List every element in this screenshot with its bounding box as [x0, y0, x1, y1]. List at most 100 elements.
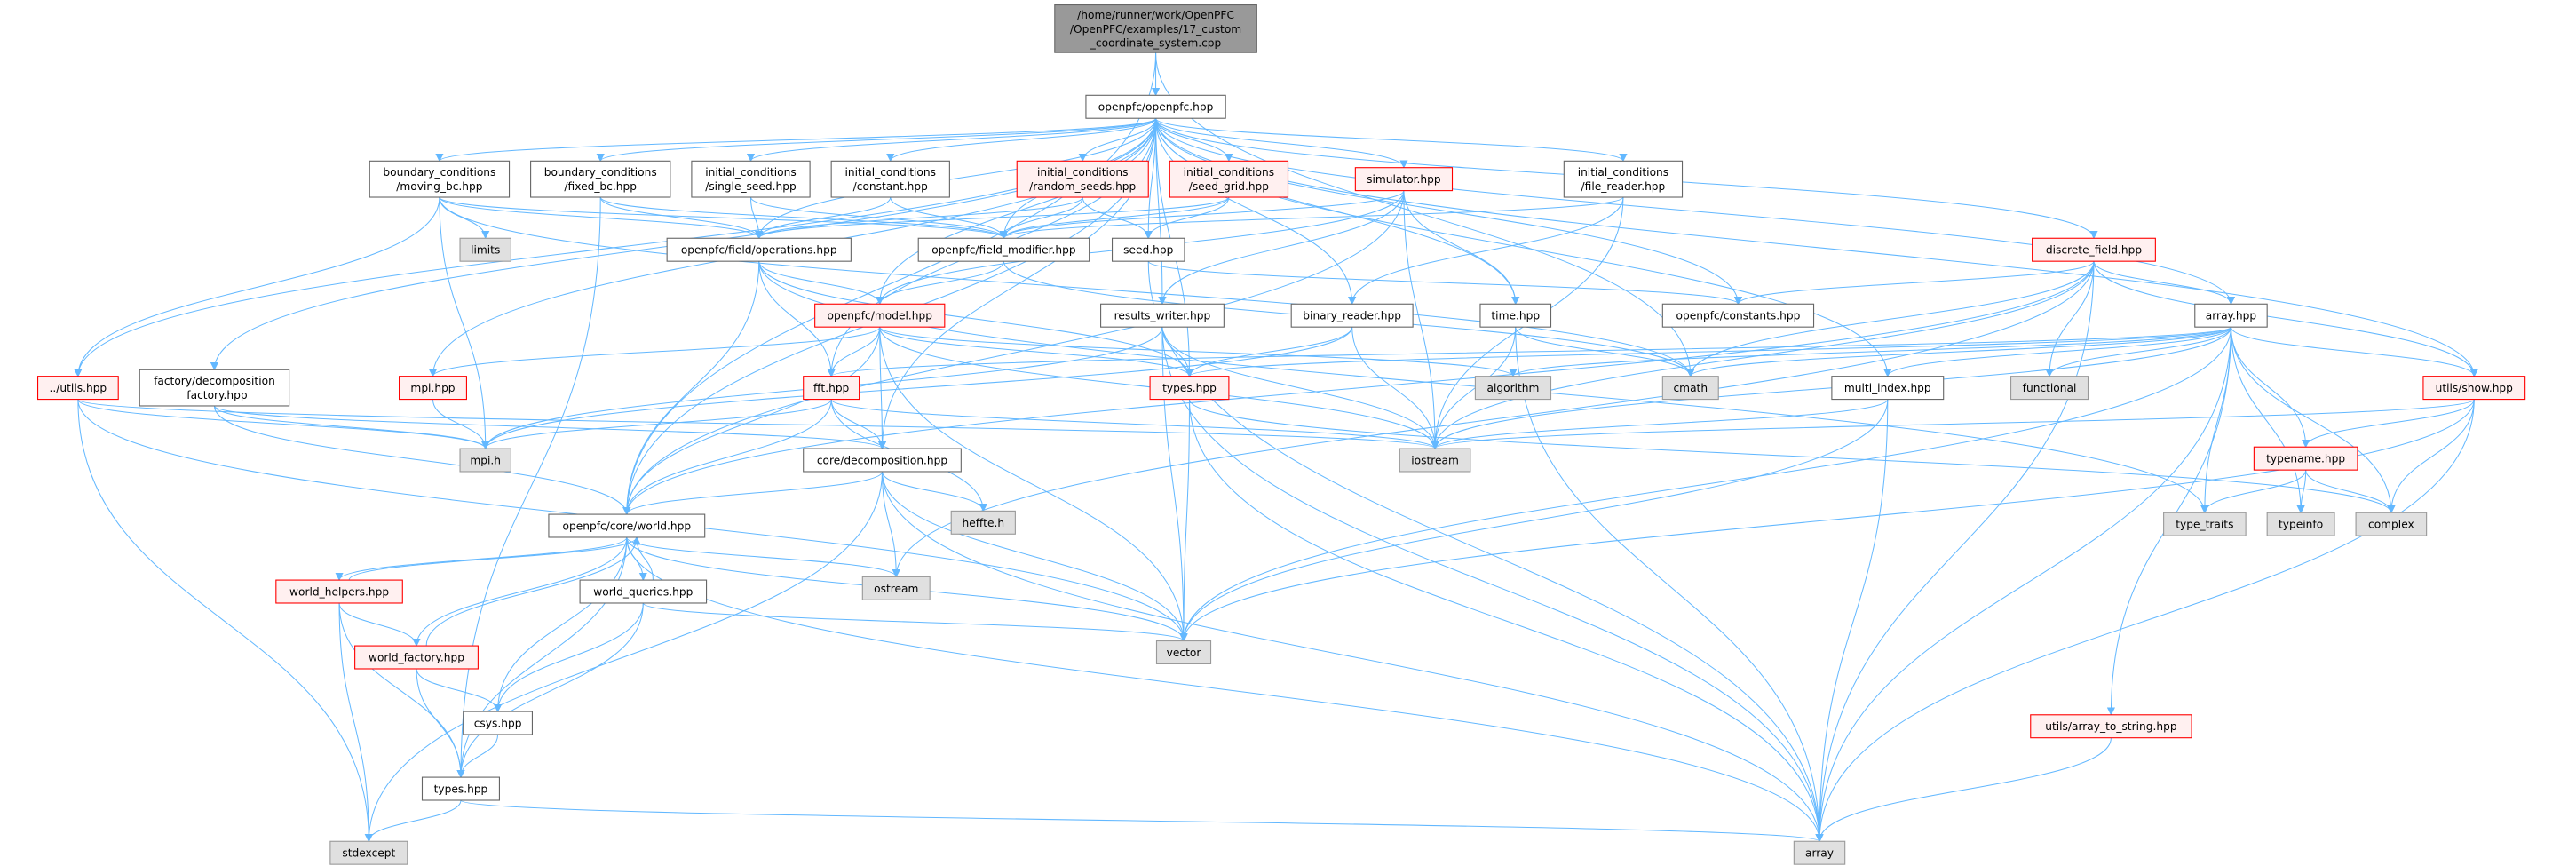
edge-show-to-typename: [2302, 399, 2475, 449]
node-typeinfo[interactable]: typeinfo: [2266, 512, 2335, 536]
node-show[interactable]: utils/show.hpp: [2422, 376, 2526, 401]
node-label: boundary_conditions: [383, 166, 495, 179]
node-box: [2030, 714, 2192, 739]
edge-array_hpp-to-types_red: [1185, 326, 2231, 377]
node-stdexcept[interactable]: stdexcept: [329, 840, 408, 865]
node-world-factory[interactable]: world_factory.hpp: [354, 645, 479, 670]
node-complex[interactable]: complex: [2355, 512, 2428, 536]
node-array-hpp[interactable]: array.hpp: [2194, 303, 2268, 328]
node-label: /constant.hpp: [853, 180, 929, 193]
node-label: seed.hpp: [1123, 244, 1173, 257]
node-box: [329, 840, 408, 865]
node-types-red[interactable]: types.hpp: [1149, 376, 1230, 401]
node-multi-index[interactable]: multi_index.hpp: [1831, 376, 1945, 401]
node-core-decomp[interactable]: core/decomposition.hpp: [803, 448, 962, 473]
node-utils-hpp[interactable]: ../utils.hpp: [36, 376, 119, 401]
node-fixed-bc[interactable]: boundary_conditions/fixed_bc.hpp: [530, 160, 671, 198]
node-discrete-field[interactable]: discrete_field.hpp: [2032, 237, 2156, 262]
node-root[interactable]: /home/runner/work/OpenPFC/OpenPFC/exampl…: [1054, 4, 1257, 53]
edge-world_helpers-to-stdexcept: [338, 602, 373, 843]
node-constant[interactable]: initial_conditions/constant.hpp: [830, 160, 950, 198]
node-label: types.hpp: [1162, 382, 1217, 394]
node-label: mpi.hpp: [410, 382, 455, 394]
node-model[interactable]: openpfc/model.hpp: [814, 303, 946, 328]
edge-types_core-to-array_std: [460, 799, 1824, 843]
node-typename[interactable]: typename.hpp: [2253, 446, 2358, 471]
node-random-seeds[interactable]: initial_conditions/random_seeds.hpp: [1016, 160, 1149, 198]
node-moving-bc[interactable]: boundary_conditions/moving_bc.hpp: [369, 160, 511, 198]
node-time[interactable]: time.hpp: [1479, 303, 1552, 328]
node-single-seed[interactable]: initial_conditions/single_seed.hpp: [691, 160, 811, 198]
node-seed-grid[interactable]: initial_conditions/seed_grid.hpp: [1169, 160, 1289, 198]
node-box: [814, 303, 946, 328]
node-label: openpfc/constants.hpp: [1676, 310, 1801, 322]
node-label: /single_seed.hpp: [705, 180, 797, 193]
edge-csys-to-types_core: [456, 734, 499, 779]
node-label: world_helpers.hpp: [289, 585, 389, 598]
node-label: time.hpp: [1491, 310, 1540, 322]
edge-show-to-array_std: [1815, 399, 2475, 843]
node-label: heffte.h: [963, 517, 1005, 529]
node-label: openpfc/model.hpp: [828, 310, 933, 322]
edge-openpfc-to-file_reader: [1155, 117, 1628, 163]
node-openpfc[interactable]: openpfc/openpfc.hpp: [1085, 94, 1226, 119]
edge-openpfc-to-show: [1155, 118, 2478, 377]
node-box: [369, 160, 511, 198]
edge-simulator-to-iostream: [1403, 190, 1439, 450]
node-algorithm[interactable]: algorithm: [1474, 376, 1552, 401]
node-array-std[interactable]: array: [1793, 840, 1846, 865]
node-box: [1149, 376, 1230, 401]
node-label: typeinfo: [2279, 519, 2323, 531]
node-factory-decomp[interactable]: factory/decomposition_factory.hpp: [139, 369, 290, 407]
node-world[interactable]: openpfc/core/world.hpp: [548, 513, 706, 538]
node-field-modifier[interactable]: openpfc/field_modifier.hpp: [917, 237, 1090, 262]
node-mpi-h[interactable]: mpi.h: [459, 448, 511, 473]
edge-operations-to-fft: [758, 261, 836, 377]
node-array-to-string[interactable]: utils/array_to_string.hpp: [2030, 714, 2192, 739]
node-label: world_factory.hpp: [369, 651, 464, 663]
node-world-queries[interactable]: world_queries.hpp: [579, 579, 708, 604]
node-csys[interactable]: csys.hpp: [463, 711, 533, 735]
node-constants[interactable]: openpfc/constants.hpp: [1661, 303, 1815, 328]
node-simulator[interactable]: simulator.hpp: [1354, 167, 1454, 192]
node-limits[interactable]: limits: [459, 237, 511, 262]
node-results-writer[interactable]: results_writer.hpp: [1100, 303, 1225, 328]
node-functional[interactable]: functional: [2010, 376, 2089, 401]
edge-model-to-mpi_hpp: [429, 326, 881, 377]
edge-array_hpp-to-cmath: [1686, 326, 2231, 377]
node-box: [1661, 376, 1719, 401]
edge-factory_decomp-to-mpi_h: [213, 405, 490, 450]
edge-moving_bc-to-mpi_h: [439, 197, 490, 450]
edge-openpfc-to-single_seed: [747, 117, 1157, 163]
edge-show-to-vector: [1179, 399, 2475, 642]
edge-show-to-complex: [2387, 399, 2475, 514]
node-type-traits[interactable]: type_traits: [2163, 512, 2247, 536]
node-box: [803, 448, 962, 473]
edge-moving_bc-to-utils_hpp: [74, 197, 440, 377]
node-file-reader[interactable]: initial_conditions/file_reader.hpp: [1563, 160, 1684, 198]
node-operations[interactable]: openpfc/field/operations.hpp: [666, 237, 852, 262]
node-types-core[interactable]: types.hpp: [421, 776, 500, 801]
edge-world_helpers-to-world: [348, 536, 641, 581]
node-box: [1169, 160, 1289, 198]
node-seed[interactable]: seed.hpp: [1111, 237, 1185, 262]
node-label: /moving_bc.hpp: [396, 180, 482, 193]
node-mpi-hpp[interactable]: mpi.hpp: [399, 376, 467, 401]
edge-seed-to-constants: [1147, 260, 1742, 306]
edge-openpfc-to-seed: [1144, 118, 1157, 240]
node-box: [691, 160, 811, 198]
node-label: ../utils.hpp: [50, 382, 107, 394]
node-vector[interactable]: vector: [1155, 640, 1212, 664]
node-world-helpers[interactable]: world_helpers.hpp: [275, 579, 403, 604]
edge-factory_decomp-to-core_decomp: [213, 405, 886, 450]
node-heffte[interactable]: heffte.h: [950, 510, 1016, 535]
node-cmath[interactable]: cmath: [1661, 376, 1719, 401]
node-iostream[interactable]: iostream: [1399, 448, 1471, 473]
edge-constant-to-field_modifier: [890, 196, 1009, 240]
node-ostream[interactable]: ostream: [861, 576, 931, 600]
node-box: [803, 376, 860, 401]
edge-discrete_field-to-array_std: [1815, 261, 2095, 843]
node-binary-reader[interactable]: binary_reader.hpp: [1290, 303, 1414, 328]
node-label: fft.hpp: [813, 382, 850, 394]
node-fft[interactable]: fft.hpp: [803, 376, 860, 401]
